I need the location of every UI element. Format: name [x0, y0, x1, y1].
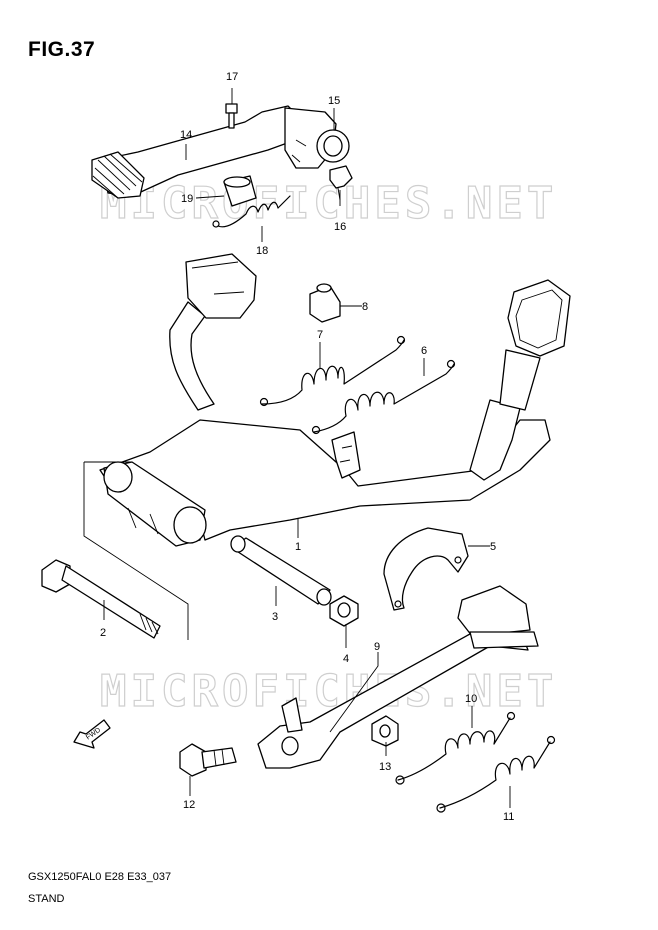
- stand-bumper[interactable]: [309, 283, 341, 323]
- figure-title: FIG.37: [28, 38, 96, 61]
- stand-spring-7[interactable]: [259, 335, 406, 407]
- callout-2: 2: [100, 627, 106, 639]
- callout-15: 15: [328, 95, 340, 107]
- center-stand[interactable]: [83, 253, 571, 640]
- gear-shift-lever[interactable]: [91, 105, 350, 199]
- side-stand-bolt[interactable]: [179, 743, 237, 777]
- stand-pin[interactable]: [230, 535, 332, 606]
- stand-bracket[interactable]: [383, 527, 469, 611]
- callout-19: 19: [181, 193, 193, 205]
- shift-bolt[interactable]: [225, 103, 238, 129]
- side-stand-spring-10[interactable]: [395, 711, 516, 785]
- shift-clip[interactable]: [329, 165, 353, 201]
- forward-arrow-icon: FWD: [73, 719, 111, 749]
- callout-13: 13: [379, 761, 391, 773]
- callout-10: 10: [465, 693, 477, 705]
- shift-sleeve[interactable]: [223, 175, 257, 207]
- callout-16: 16: [334, 221, 346, 233]
- callout-5: 5: [490, 541, 496, 553]
- model-code: GSX1250FAL0 E28 E33_037: [28, 871, 172, 883]
- callout-6: 6: [421, 345, 427, 357]
- callout-18: 18: [256, 245, 268, 257]
- section-name: STAND: [28, 893, 65, 905]
- stand-spring-6[interactable]: [311, 359, 456, 435]
- callout-9: 9: [374, 641, 380, 653]
- watermark-top: MICROFICHES.NET: [100, 178, 557, 229]
- leader-lines: [103, 88, 511, 808]
- watermark-bottom: MICROFICHES.NET: [100, 666, 557, 717]
- side-stand-nut[interactable]: [371, 715, 399, 747]
- callout-12: 12: [183, 799, 195, 811]
- side-stand-spring-11[interactable]: [436, 735, 556, 813]
- callout-14: 14: [180, 129, 192, 141]
- callout-11: 11: [503, 811, 514, 823]
- callout-7: 7: [317, 329, 323, 341]
- callout-17: 17: [226, 71, 238, 83]
- stand-bolt[interactable]: [41, 559, 161, 639]
- callout-4: 4: [343, 653, 349, 665]
- stand-nut[interactable]: [329, 595, 359, 627]
- callout-3: 3: [272, 611, 278, 623]
- side-stand[interactable]: [257, 585, 539, 769]
- callout-8: 8: [362, 301, 368, 313]
- shift-spring[interactable]: [212, 195, 291, 228]
- callout-labels: 17 14 15 16 19 18 8 7 6 1 5 2 3 4 9 10 1…: [100, 71, 514, 823]
- callout-1: 1: [295, 541, 301, 553]
